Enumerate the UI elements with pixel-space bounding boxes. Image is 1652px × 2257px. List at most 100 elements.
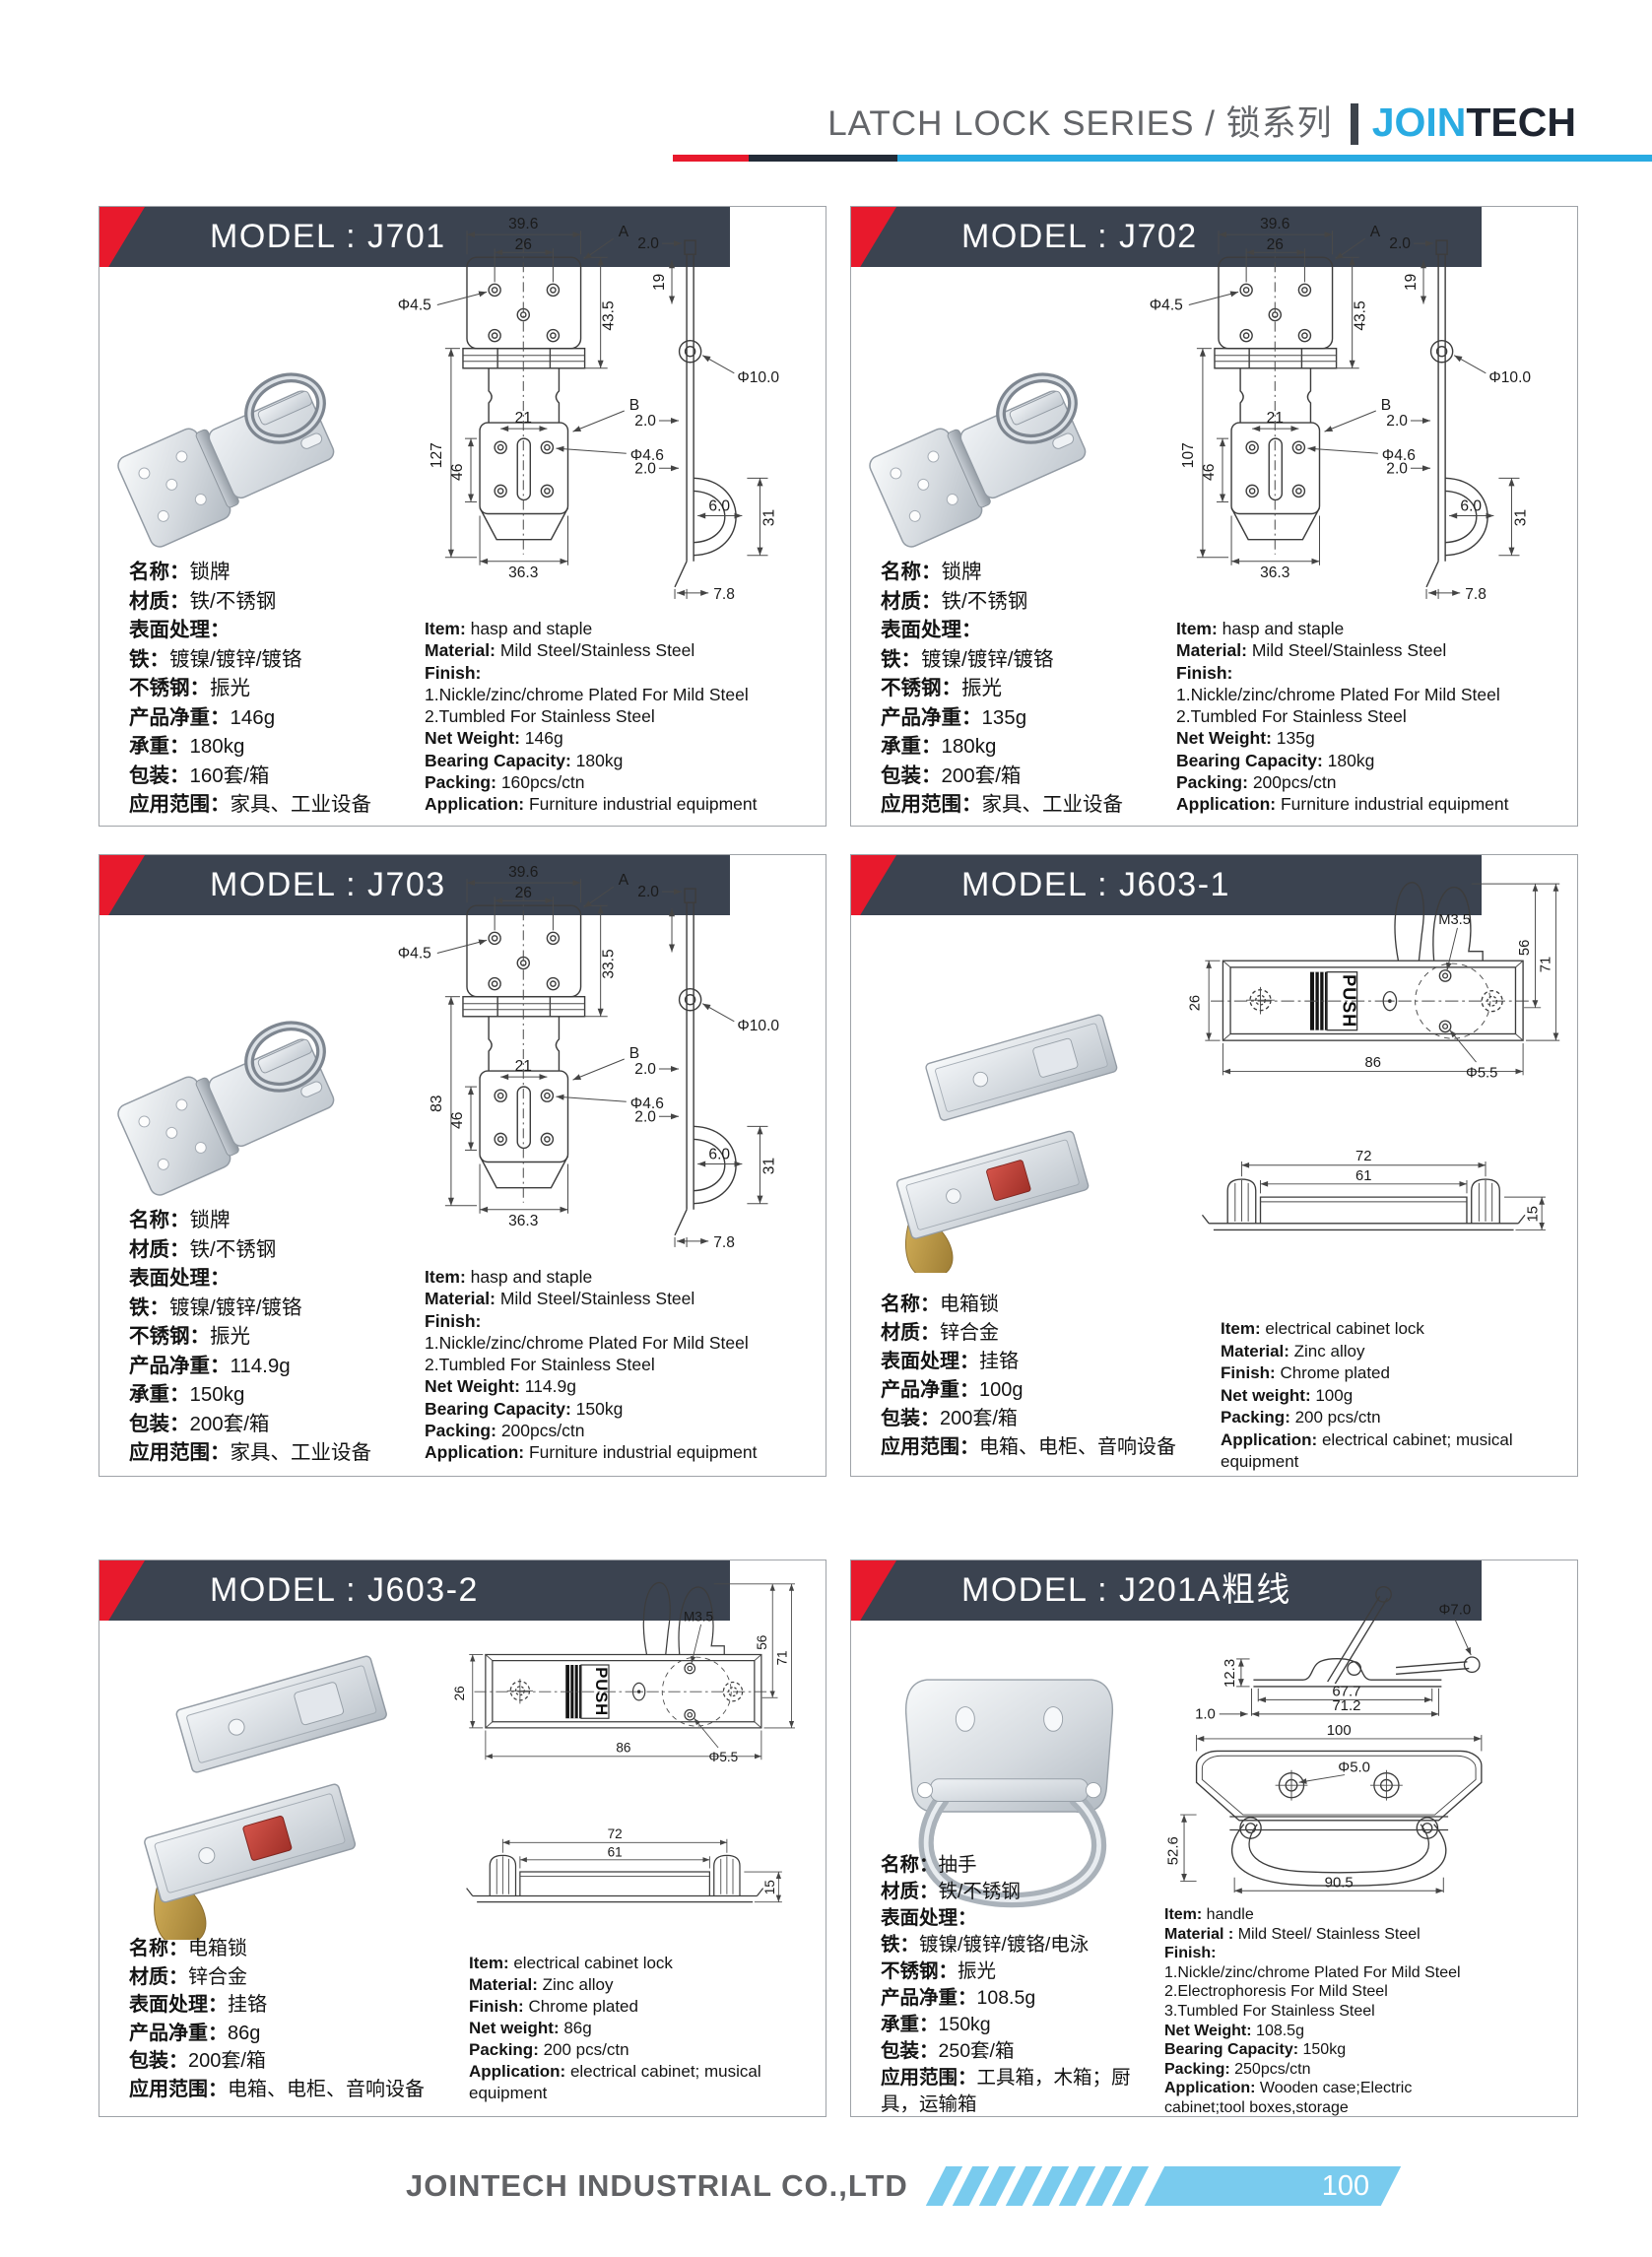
spec-line: Item: hasp and staple (425, 1266, 819, 1288)
dim-label: 39.6 (1260, 216, 1289, 232)
spec-key: 铁： (129, 1295, 169, 1319)
push-label: PUSH (1339, 974, 1358, 1028)
spec-value: 电箱、电柜、音响设备 (979, 1436, 1176, 1458)
dim-label: 72 (608, 1826, 623, 1841)
spec-key: 铁： (129, 647, 169, 671)
spec-key: Finish: (425, 1310, 482, 1331)
spec-value: 146g (519, 728, 563, 749)
dim-label: 36.3 (508, 1213, 538, 1229)
spec-line: 产品净重：100g (881, 1376, 1196, 1405)
spec-key: Item: (469, 1954, 509, 1972)
spec-key: 包装： (129, 763, 190, 787)
spec-value: 锁牌 (941, 561, 982, 583)
dim-label: 26 (1188, 995, 1204, 1011)
spec-value: 1.Nickle/zinc/chrome Plated For Mild Ste… (425, 684, 749, 704)
spec-key: Finish: (1176, 662, 1233, 683)
spec-key: 包装： (881, 763, 942, 787)
dim-label: Φ4.5 (398, 945, 431, 962)
spec-line: 材质：铁/不锈钢 (129, 1235, 417, 1265)
product-card-j703: MODEL : J703 39.6 26 A Φ4.5 33.5 83 46 2… (99, 854, 826, 1477)
spec-line: Application: electrical cabinet; musical… (1221, 1429, 1516, 1474)
specs-chinese: 名称：锁牌材质：铁/不锈钢表面处理：铁：镀镍/镀锌/镀铬不锈钢：振光产品净重：1… (129, 1206, 417, 1468)
spec-value: 家具、工业设备 (230, 1441, 372, 1464)
dim-label: 19 (1403, 274, 1420, 291)
spec-key: Item: (425, 1267, 466, 1287)
spec-value: 135g (1271, 728, 1315, 749)
spec-line: 产品净重：108.5g (881, 1985, 1158, 2012)
spec-value: 200pcs/ctn (496, 1421, 585, 1441)
dim-label: 31 (1513, 509, 1530, 526)
spec-value: 86g (559, 2019, 592, 2037)
technical-drawing-cabinet-lock: 26 56 71 M3.5 PUSH Φ5.5 86 72 61 15 (1188, 867, 1565, 1317)
spec-key: 产品净重： (129, 1354, 231, 1377)
spec-line: Net Weight: 146g (425, 727, 819, 749)
spec-key: Finish: (425, 662, 482, 683)
spec-value: Chrome plated (523, 1997, 638, 2016)
spec-value: 电箱、电柜、音响设备 (228, 2078, 425, 2100)
spec-line: 铁：镀镍/镀锌/镀铬 (881, 645, 1168, 675)
spec-value: 200套/箱 (188, 2050, 266, 2072)
spec-line: 应用范围：家具、工业设备 (881, 790, 1168, 820)
spec-line: Item: electrical cabinet lock (1221, 1318, 1516, 1341)
red-accent-shape (851, 207, 896, 267)
dim-label: 7.8 (713, 586, 735, 603)
dim-label: 15 (762, 1880, 777, 1894)
spec-line: 名称：电箱锁 (129, 1935, 444, 1963)
spec-key: Packing: (1164, 2060, 1230, 2078)
spec-line: 1.Nickle/zinc/chrome Plated For Mild Ste… (1176, 684, 1570, 705)
product-card-j701: MODEL : J701 39.6 26 A Φ4.5 43.5 127 46 … (99, 206, 826, 827)
dim-label: B (629, 397, 639, 414)
spec-value: 100g (1310, 1385, 1354, 1405)
spec-line: 表面处理： (129, 616, 417, 645)
spec-key: Application: (425, 1442, 525, 1463)
spec-value: 铁/不锈钢 (189, 589, 277, 613)
dim-label: 6.0 (708, 1146, 730, 1162)
spec-value: 镀镍/镀锌/镀铬 (169, 647, 302, 671)
spec-value: 114.9g (230, 1354, 291, 1377)
spec-value: 160pcs/ctn (496, 772, 585, 793)
spec-key: Item: (1176, 619, 1218, 638)
spec-line: Item: hasp and staple (1176, 618, 1570, 639)
spec-key: 产品净重： (129, 705, 231, 729)
dim-label: Φ10.0 (1488, 369, 1531, 386)
page-number-box: 100 (1144, 2166, 1402, 2206)
spec-line: Finish: Chrome plated (1221, 1362, 1516, 1385)
spec-line: Bearing Capacity: 150kg (1164, 2040, 1494, 2060)
spec-key: Item: (425, 619, 466, 638)
spec-key: 应用范围： (881, 1436, 979, 1458)
spec-line: 承重：150kg (129, 1380, 417, 1410)
spec-key: Bearing Capacity: (1164, 2041, 1299, 2059)
spec-line: 名称：锁牌 (129, 558, 417, 587)
spec-key: 名称： (129, 1938, 188, 1959)
spec-value: 1.Nickle/zinc/chrome Plated For Mild Ste… (1164, 1963, 1461, 1981)
spec-key: Item: (1221, 1319, 1261, 1338)
header-separator-bar (1350, 103, 1358, 145)
spec-value: 家具、工业设备 (981, 793, 1124, 816)
technical-drawing-hasp: 39.6 26 A Φ4.5 43.5 127 46 21 B Φ4.6 36.… (398, 216, 780, 603)
model-title: MODEL : J703 (210, 866, 446, 903)
spec-key: Packing: (1176, 772, 1248, 793)
spec-key: 包装： (129, 2050, 188, 2072)
dim-label: Φ4.6 (630, 447, 664, 464)
dim-label: 39.6 (508, 864, 538, 881)
spec-line: 铁：镀镍/镀锌/镀铬 (129, 1294, 417, 1323)
spec-value: 振光 (961, 677, 1002, 699)
technical-drawing-cabinet-lock: 26 56 71 M3.5 PUSH Φ5.5 86 72 61 15 (452, 1568, 814, 1982)
spec-key: 铁： (881, 647, 921, 671)
spec-key: Material : (1164, 1925, 1234, 1943)
spec-key: Packing: (425, 1421, 496, 1441)
specs-chinese: 名称：锁牌材质：铁/不锈钢表面处理：铁：镀镍/镀锌/镀铬不锈钢：振光产品净重：1… (881, 558, 1168, 820)
dim-label: 2.0 (637, 884, 659, 900)
spec-key: 产品净重： (881, 1987, 977, 2009)
model-banner: MODEL : J603-2 (99, 1560, 730, 1621)
spec-key: 表面处理： (881, 1351, 979, 1372)
spec-key: 名称： (881, 561, 942, 583)
spec-value: 锁牌 (189, 1209, 231, 1231)
specs-chinese: 名称：抽手材质：铁/不锈钢表面处理：铁：镀镍/镀锌/镀铬/电泳不锈钢：振光产品净… (881, 1852, 1158, 2118)
red-accent-shape (99, 855, 145, 915)
model-banner: MODEL : J701 (99, 207, 730, 267)
spec-value: hasp and staple (1217, 619, 1345, 638)
